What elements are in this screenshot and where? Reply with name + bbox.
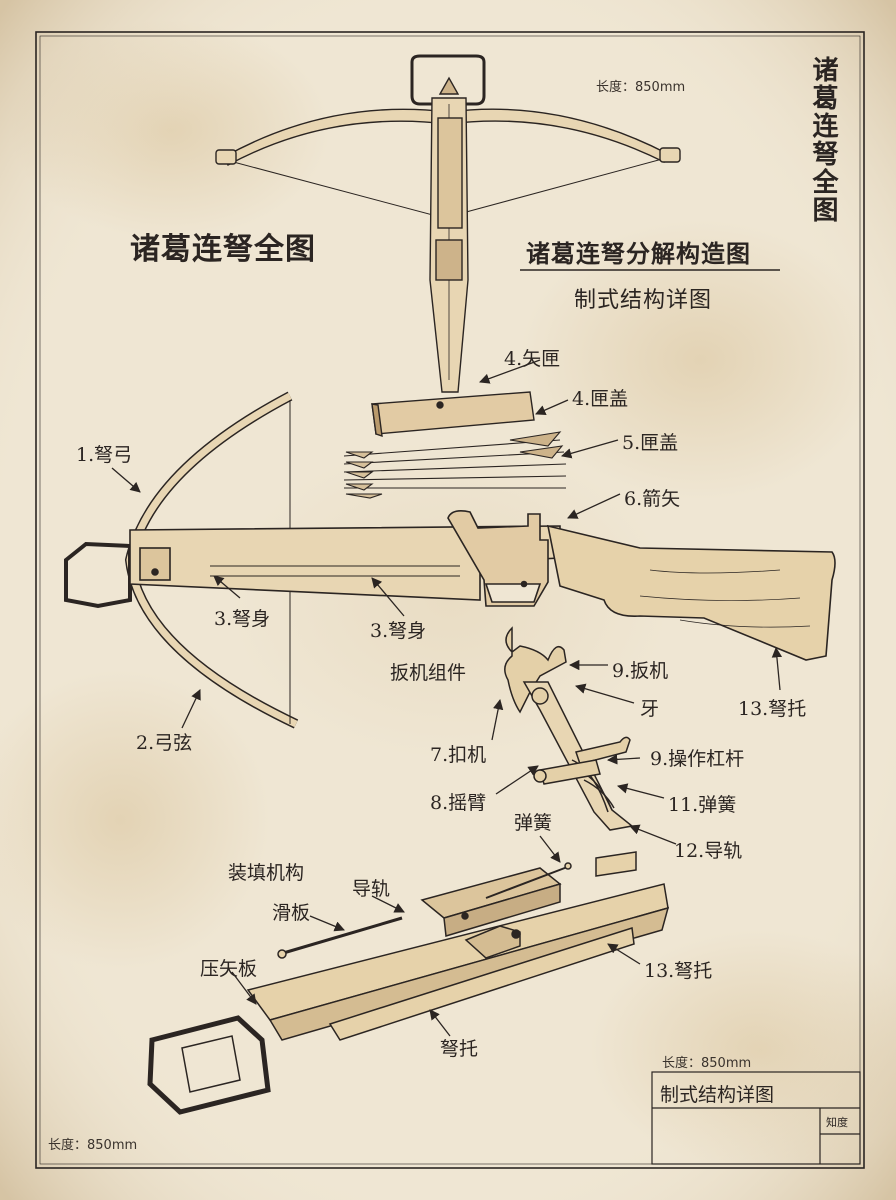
leader-lines: [111, 359, 783, 1037]
exploded-title: 诸葛连弩分解构造图: [526, 239, 751, 268]
outer-border: [35, 31, 865, 1169]
detail-title: 制式结构详图: [574, 288, 713, 313]
label-stock-mid: 13.弩托: [644, 960, 713, 982]
label-press-plate: 压矢板: [200, 958, 258, 980]
label-body-b: 3.弩身: [370, 620, 427, 642]
title-block-signature: 知度: [826, 1116, 848, 1129]
label-catch: 7.扣机: [430, 744, 487, 766]
label-bow: 1.弩弓: [76, 444, 133, 466]
label-tooth: 牙: [640, 698, 660, 720]
label-body-a: 3.弩身: [214, 608, 271, 630]
label-rail: 导轨: [352, 878, 391, 900]
assembled-crossbow: [215, 54, 681, 393]
label-trigger-assembly: 扳机组件: [390, 662, 467, 684]
loading-mechanism: [147, 851, 670, 1115]
label-lever: 9.操作杠杆: [650, 748, 745, 770]
label-guide: 12.导轨: [674, 840, 743, 862]
title-block: [651, 1071, 861, 1165]
label-arrows: 6.箭矢: [624, 488, 681, 510]
title-block-title: 制式结构详图: [660, 1084, 775, 1106]
side-crossbow: [64, 391, 836, 729]
label-arrow-box: 4.矢匣: [504, 348, 561, 370]
dimension-title-block: 长度：850mm: [662, 1056, 752, 1071]
label-lid-5: 5.匣盖: [622, 432, 679, 454]
dimension-top: 长度：850mm: [596, 80, 686, 95]
label-loading: 装填机构: [228, 862, 305, 884]
label-spring-top: 弹簧: [514, 812, 553, 834]
label-box-lid: 4.匣盖: [572, 388, 629, 410]
label-rocker: 8.摇臂: [430, 792, 487, 814]
label-trigger: 9.扳机: [612, 660, 669, 682]
label-stock-top: 13.弩托: [738, 698, 807, 720]
trigger-assembly: [504, 626, 634, 831]
label-string: 2.弓弦: [136, 732, 193, 754]
label-slide: 滑板: [272, 902, 311, 924]
main-title: 诸葛连弩全图: [130, 232, 316, 267]
arrow-box: [371, 391, 535, 438]
label-spring: 11.弹簧: [668, 794, 737, 816]
arrows-bundle: [343, 431, 567, 499]
dimension-bottom-left: 长度：850mm: [48, 1138, 138, 1153]
label-stock-bottom: 弩托: [440, 1038, 479, 1060]
vertical-title: 诸葛连弩全图: [808, 56, 838, 224]
